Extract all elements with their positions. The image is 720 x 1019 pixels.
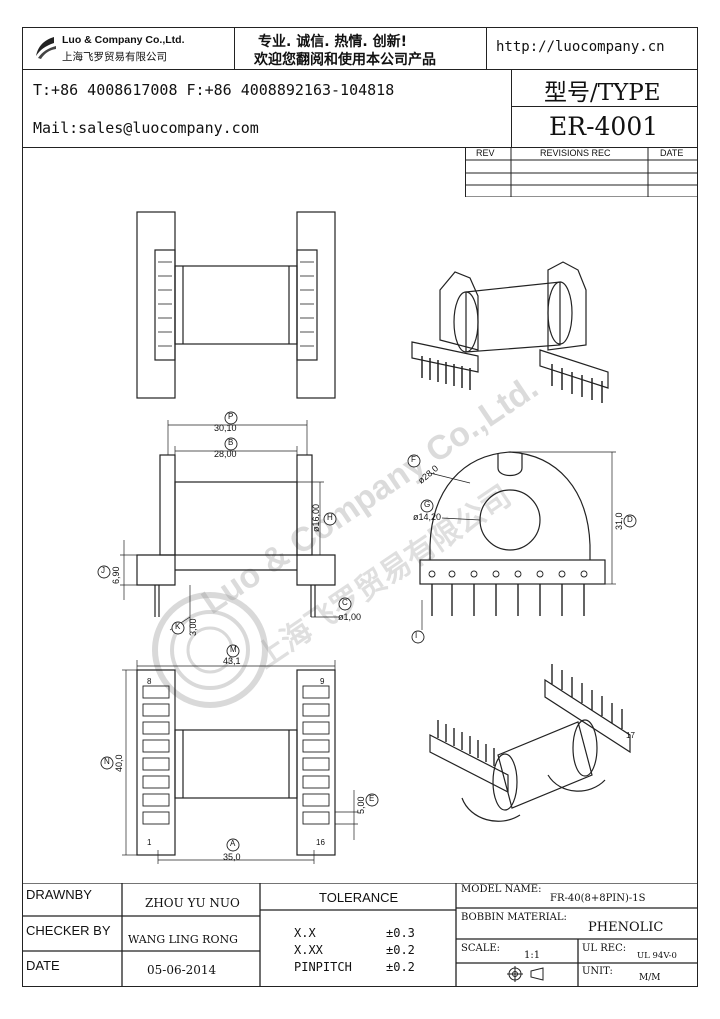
type-label: 型号/TYPE: [544, 80, 661, 106]
bottom-view: [136, 669, 336, 856]
dim-value-m: 43,1: [223, 656, 241, 666]
dim-label-m: M: [230, 645, 237, 654]
type-value: ER-4001: [549, 112, 659, 141]
front-view: [419, 451, 606, 616]
dim-label-h: H: [327, 513, 333, 522]
ul-rec-label: UL REC:: [582, 943, 627, 954]
unit-value: M/M: [639, 973, 661, 983]
dim-label-i: I: [415, 631, 418, 640]
company-url[interactable]: http://luocompany.cn: [496, 39, 665, 55]
header-vline-2: [486, 27, 487, 69]
phone-fax: T:+86 4008617008 F:+86 4008892163-104818: [33, 81, 395, 99]
revision-col-date: DATE: [660, 148, 684, 158]
bobbin-material-label: BOBBIN MATERIAL:: [461, 912, 567, 923]
pin-number-16: 16: [316, 838, 325, 847]
dim-value-g: ø14,20: [413, 512, 442, 522]
checker-value: WANG LING RONG: [128, 933, 238, 946]
dim-label-k: K: [175, 622, 181, 631]
tolerance-val-3: ±0.2: [386, 960, 415, 974]
iso-view-top: [411, 261, 609, 403]
tolerance-val-1: ±0.3: [386, 926, 415, 940]
dim-value-a: 35,0: [223, 852, 241, 862]
dim-value-e: 5,00: [356, 796, 366, 814]
date-value: 05-06-2014: [147, 963, 217, 977]
iso-view-bottom: [429, 664, 631, 822]
pin-number-1: 1: [147, 838, 152, 847]
top-view: [136, 211, 336, 399]
bobbin-material-value: PHENOLIC: [588, 920, 664, 935]
dim-label-e: E: [369, 794, 375, 803]
dim-value-n: 40,0: [114, 754, 124, 772]
model-name-value: FR-40(8+8PIN)-1S: [550, 893, 646, 904]
company-name-en: Luo & Company Co.,Ltd.: [62, 34, 185, 46]
slogan-line-1: 专业. 诚信. 热情. 创新!: [258, 34, 407, 50]
checker-label: CHECKER BY: [26, 923, 111, 938]
projection-symbol-icon: [505, 966, 547, 982]
pin-number-9: 9: [320, 677, 325, 686]
company-logo: [32, 34, 58, 62]
header-type-divider: [511, 106, 698, 107]
revision-col-rec: REVISIONS REC: [540, 148, 611, 158]
tolerance-key-3: PINPITCH: [294, 960, 352, 974]
dim-label-g: G: [424, 500, 431, 509]
scale-value: 1:1: [524, 950, 541, 961]
pin-number-8: 8: [147, 677, 152, 686]
scale-label: SCALE:: [461, 943, 501, 954]
company-name-cn: 上海飞罗贸易有限公司: [62, 51, 167, 63]
dim-value-h: ø16,00: [311, 503, 321, 532]
dim-label-d: D: [627, 515, 633, 524]
dim-value-p: 30,10: [214, 423, 237, 433]
tolerance-label: TOLERANCE: [319, 890, 399, 905]
tolerance-key-1: X.X: [294, 926, 316, 940]
slogan-line-2: 欢迎您翻阅和使用本公司产品: [254, 52, 436, 68]
drawing-frame: [22, 27, 698, 987]
drawnby-value: ZHOU YU NUO: [145, 896, 240, 910]
dim-value-k: 3,00: [188, 618, 198, 636]
dim-label-f: F: [411, 455, 416, 464]
dim-value-c: ø1,00: [338, 612, 362, 622]
dim-label-b: B: [228, 438, 234, 447]
dim-value-d: 31,0: [614, 512, 624, 530]
dim-label-j: J: [101, 566, 105, 575]
tolerance-key-2: X.XX: [294, 943, 323, 957]
pin-number-17: 17: [626, 731, 635, 740]
dim-label-c: C: [342, 598, 348, 607]
date-label: DATE: [26, 958, 60, 973]
dim-label-a: A: [230, 839, 236, 848]
header-divider-top-row: [22, 69, 698, 70]
side-view: [136, 454, 336, 617]
header-vline-type: [511, 69, 512, 147]
unit-label: UNIT:: [582, 966, 613, 977]
header-vline-1: [234, 27, 235, 69]
ul-rec-value: UL 94V-0: [637, 951, 677, 961]
dim-value-b: 28,00: [214, 449, 237, 459]
dim-label-p: P: [228, 412, 234, 421]
revision-table: [465, 147, 698, 198]
tolerance-val-2: ±0.2: [386, 943, 415, 957]
email: Mail:sales@luocompany.com: [33, 119, 259, 137]
title-block: [22, 882, 698, 987]
drawnby-label: DRAWNBY: [26, 887, 92, 902]
dim-value-j: 6,90: [111, 566, 121, 584]
dim-label-n: N: [104, 757, 110, 766]
header-divider-bottom: [22, 147, 698, 148]
model-name-label: MODEL NAME:: [461, 884, 542, 895]
watermark: [150, 420, 590, 720]
revision-col-rev: REV: [476, 148, 495, 158]
